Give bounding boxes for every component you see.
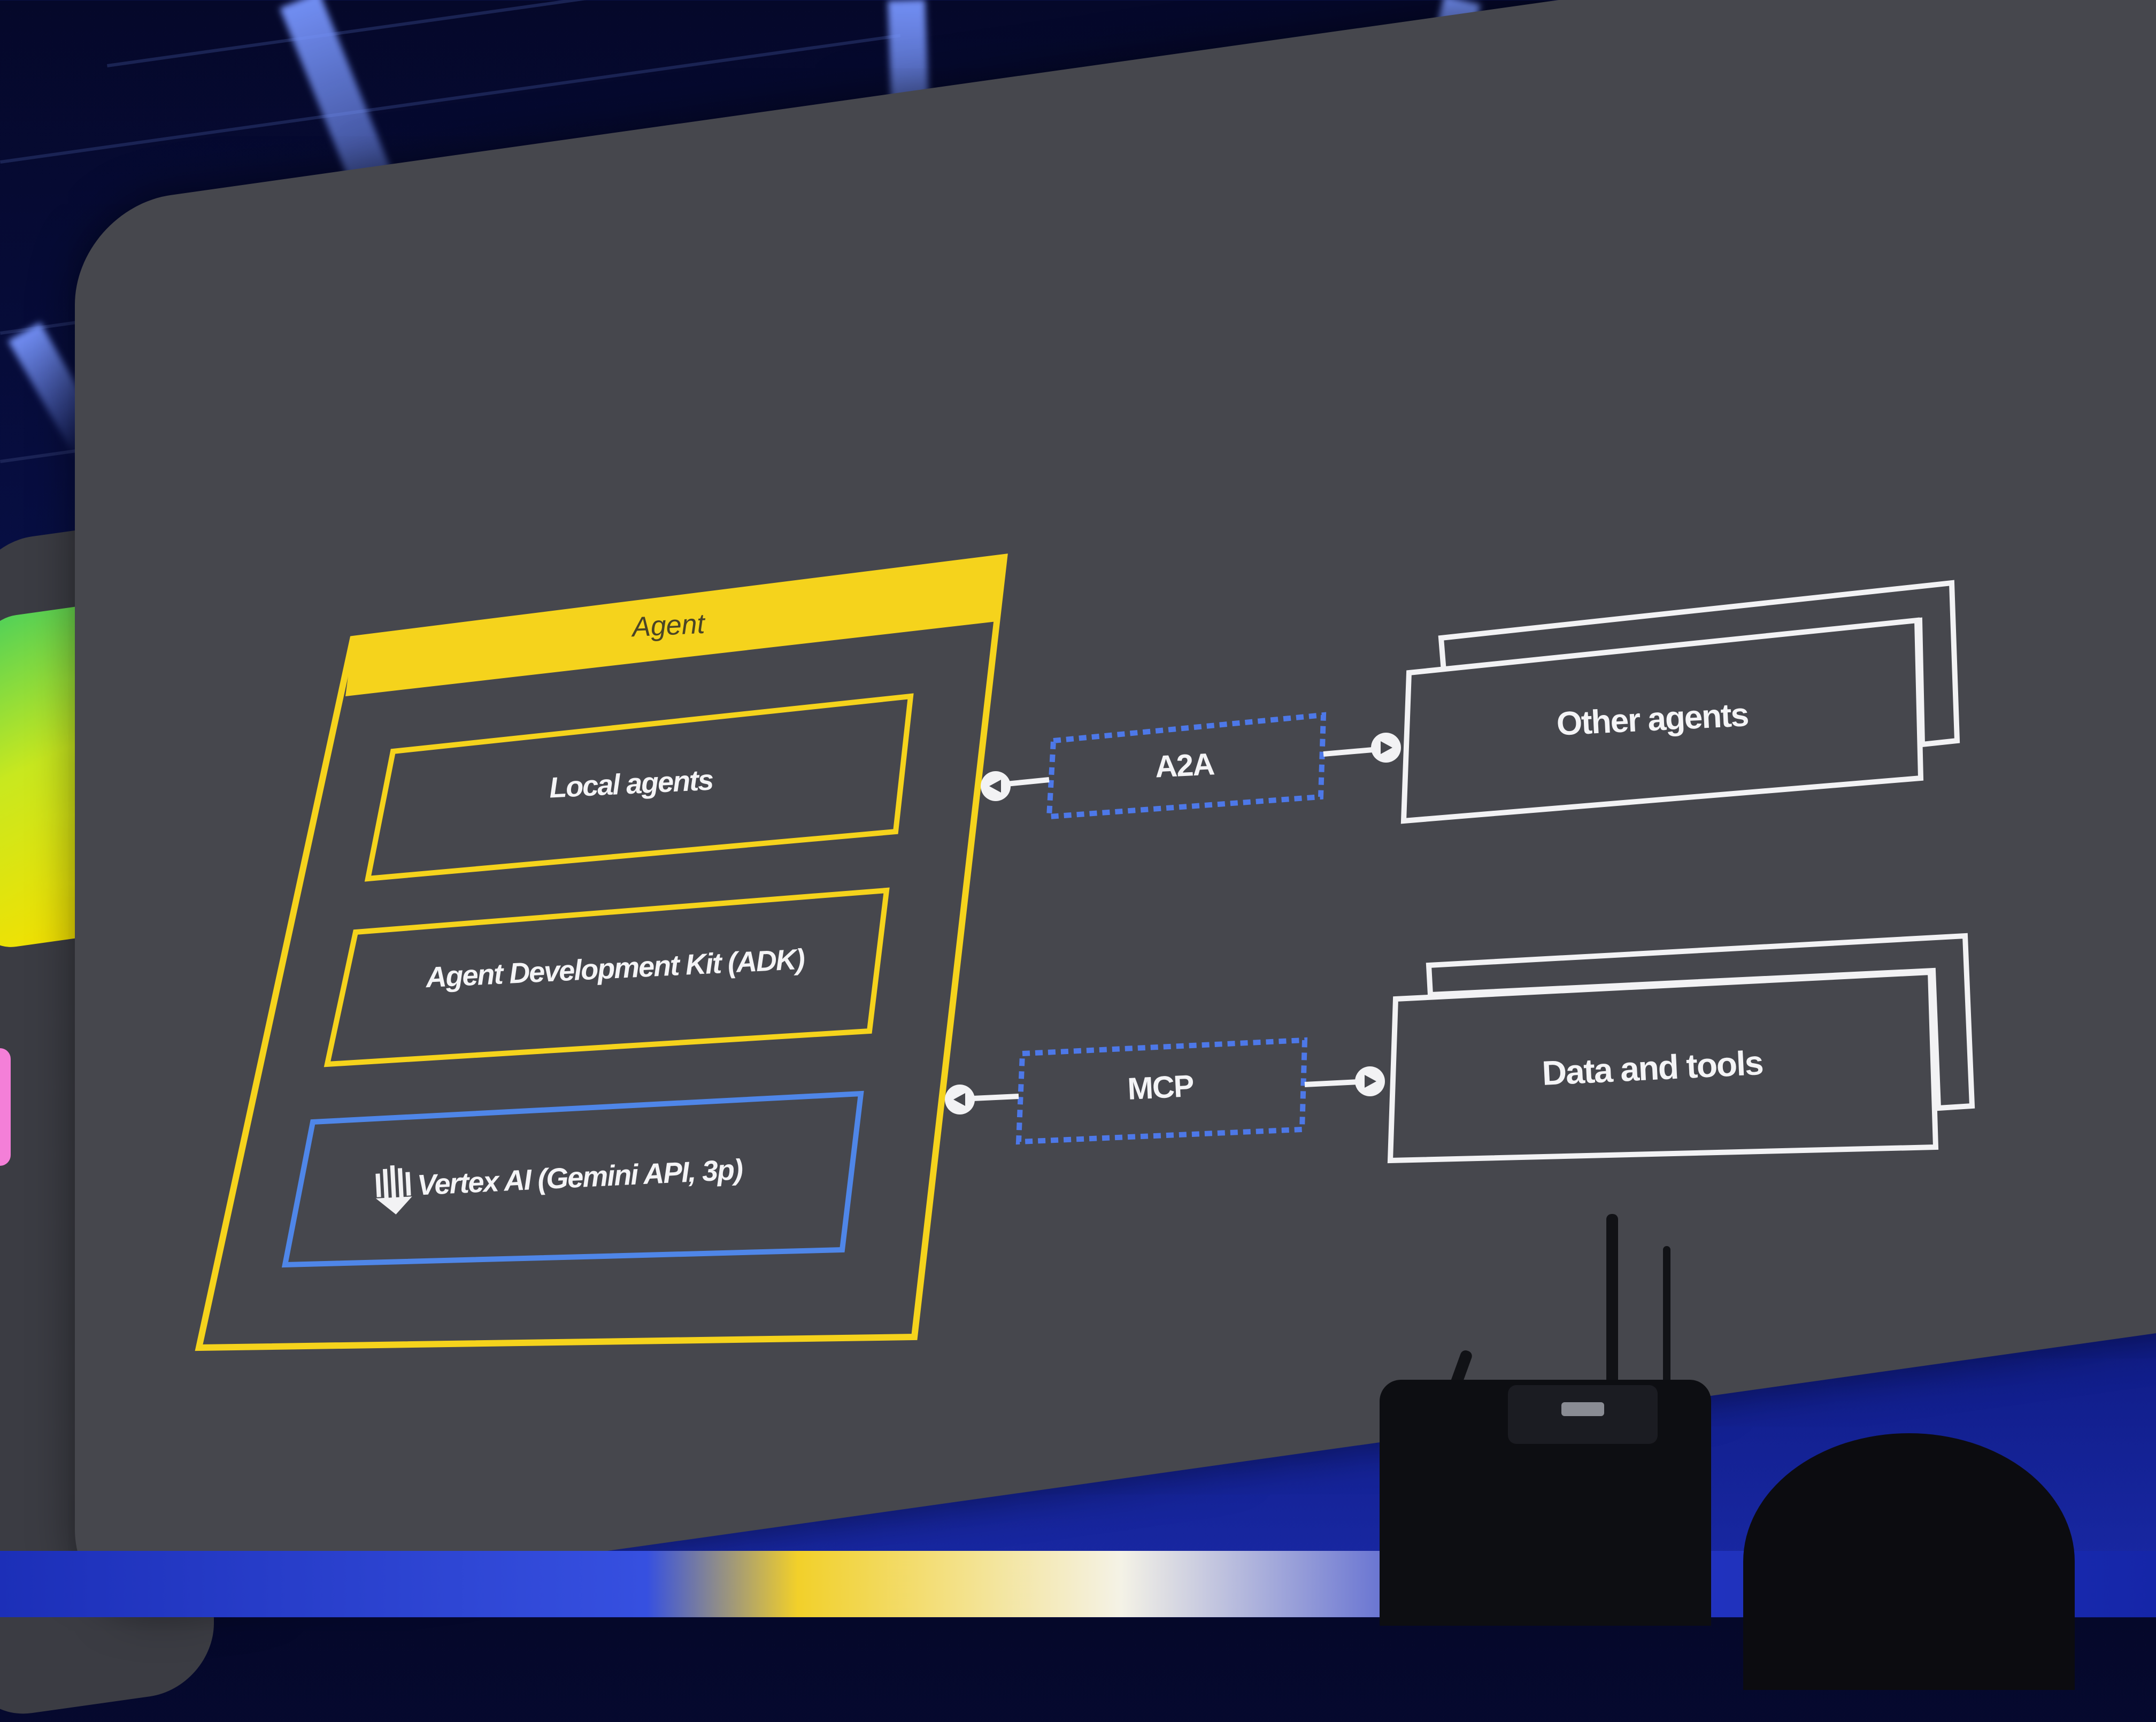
- data-tools-box: [1387, 969, 1939, 1164]
- mcp-box: [1015, 1037, 1308, 1145]
- audience-head-silhouette: [1743, 1433, 2075, 1690]
- vertex-ai-icon: [375, 1165, 412, 1214]
- arrow-right-icon: [1371, 733, 1401, 763]
- camera-logo: [1561, 1402, 1604, 1416]
- arrow-left-icon: [981, 771, 1011, 801]
- side-screen-pink-edge: [0, 1048, 11, 1166]
- arrow-left-icon: [945, 1085, 975, 1114]
- adk-box: [324, 887, 890, 1067]
- other-agents-box: [1400, 617, 1924, 824]
- arrow-right-icon: [1355, 1066, 1385, 1096]
- agent-title-bar: [345, 557, 1004, 696]
- slide-diagram: [195, 554, 1975, 1351]
- a2a-box: [1046, 712, 1327, 820]
- vertex-box: [281, 1090, 864, 1268]
- local-agents-box: [364, 693, 914, 882]
